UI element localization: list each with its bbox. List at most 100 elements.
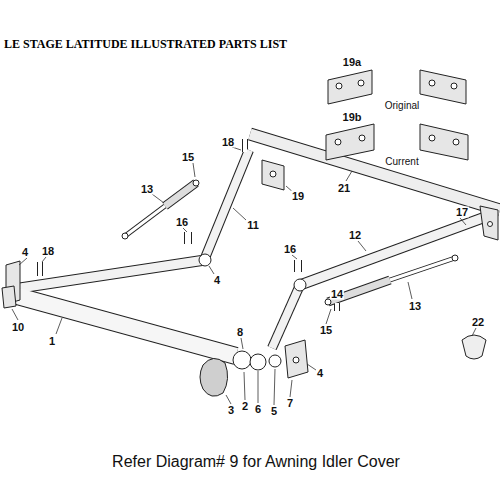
gas-strut-cylinder-fill	[165, 183, 196, 206]
leader-line	[346, 171, 352, 181]
leader-line	[326, 309, 331, 324]
callout-number: 16	[283, 244, 297, 255]
strut-end	[193, 180, 199, 186]
leader-line	[460, 218, 466, 225]
callout-number: 11	[246, 220, 260, 231]
bolt	[453, 139, 459, 145]
gas-strut-cylinder	[328, 280, 390, 302]
page-title: LE STAGE LATITUDE ILLUSTRATED PARTS LIST	[4, 37, 287, 52]
upper-arm-fill	[205, 150, 249, 258]
gas-strut-rod	[125, 206, 165, 236]
bracket-plate	[420, 124, 468, 160]
bolt	[293, 357, 299, 363]
leader-line	[193, 163, 195, 177]
lower-arm	[20, 260, 205, 288]
callout-number: 16	[175, 217, 189, 228]
leader-line	[233, 208, 246, 220]
callout-number: 17	[455, 207, 469, 218]
callout-number: 19	[291, 191, 305, 202]
leader-line	[358, 241, 366, 251]
leader-line	[12, 309, 18, 320]
leader-line	[56, 318, 62, 334]
callout-number: 13	[140, 184, 154, 195]
bracket-plate	[326, 124, 374, 160]
callout-number: 18	[221, 137, 235, 148]
pin-fill	[243, 139, 247, 152]
callout-number: 22	[471, 317, 485, 328]
bolt	[429, 80, 435, 86]
callout-number: 4	[213, 275, 221, 286]
shoulder-bolt	[233, 351, 251, 369]
caption: Refer Diagram# 9 for Awning Idler Cover	[112, 453, 400, 471]
callout-number: 1	[48, 336, 56, 347]
pin-fill	[335, 303, 339, 311]
gas-strut-cylinder-fill	[328, 280, 390, 302]
bolt	[335, 139, 341, 145]
right-lower-arm	[272, 285, 300, 348]
right-lower-arm-fill	[272, 285, 300, 348]
upper-arm	[205, 150, 249, 258]
right-arm	[300, 216, 488, 285]
callout-number: 12	[348, 230, 362, 241]
bolt	[336, 83, 342, 89]
callout-number: 3	[227, 405, 235, 416]
pin-fill	[38, 262, 42, 276]
leader-line	[241, 338, 243, 349]
elbow-joint	[199, 254, 211, 266]
callout-number: 18	[41, 246, 55, 257]
end-cap	[2, 286, 16, 308]
mount-plate	[285, 340, 308, 378]
variant-label: Current	[384, 157, 419, 167]
spring-washer	[269, 355, 281, 367]
bolt	[488, 222, 493, 227]
bolt	[429, 135, 435, 141]
awning-clip	[462, 335, 486, 359]
pin	[294, 260, 302, 272]
leader-line	[209, 266, 214, 274]
illustration	[2, 70, 500, 405]
drive-gear	[250, 354, 266, 370]
roller-end-shade	[200, 358, 228, 396]
callout-number: 4	[316, 368, 324, 379]
leader-line	[290, 380, 292, 397]
gas-strut-rod	[390, 258, 455, 280]
callout-number: 21	[337, 183, 351, 194]
bracket-plate	[420, 70, 466, 104]
strut-end	[122, 233, 128, 239]
gas-strut-cylinder	[165, 183, 196, 206]
bolt	[358, 80, 364, 86]
pin	[37, 262, 43, 276]
callout-number: 10	[11, 322, 25, 333]
callout-number: 15	[181, 152, 195, 163]
rail-end-bracket	[262, 160, 284, 190]
leader-line	[244, 372, 245, 400]
callout-number: 14	[330, 289, 344, 300]
callout-number: 2	[241, 401, 249, 412]
callout-number: 19b	[342, 112, 363, 123]
callout-number: 4	[21, 247, 29, 258]
leader-line	[226, 395, 231, 404]
bolt	[359, 135, 365, 141]
leader-line	[258, 371, 259, 403]
pin-fill	[295, 260, 301, 272]
leader-line	[307, 364, 316, 370]
leader-line	[408, 282, 412, 299]
right-arm-fill	[300, 216, 488, 285]
callout-number: 5	[270, 406, 278, 417]
pin-fill	[185, 232, 191, 244]
leader-line	[183, 228, 187, 232]
variant-label: Original	[384, 101, 420, 111]
roller-tube	[10, 294, 236, 356]
leader-line	[152, 194, 164, 203]
strut-end	[452, 255, 458, 261]
callout-number: 15	[319, 325, 333, 336]
pin	[334, 303, 340, 311]
callout-number: 19a	[342, 57, 362, 68]
rail-end-bracket	[480, 206, 498, 240]
callout-number: 13	[408, 301, 422, 312]
bracket-plate	[328, 70, 372, 104]
callout-number: 8	[236, 327, 244, 338]
callout-number: 7	[286, 398, 294, 409]
lower-arm-fill	[20, 260, 205, 288]
